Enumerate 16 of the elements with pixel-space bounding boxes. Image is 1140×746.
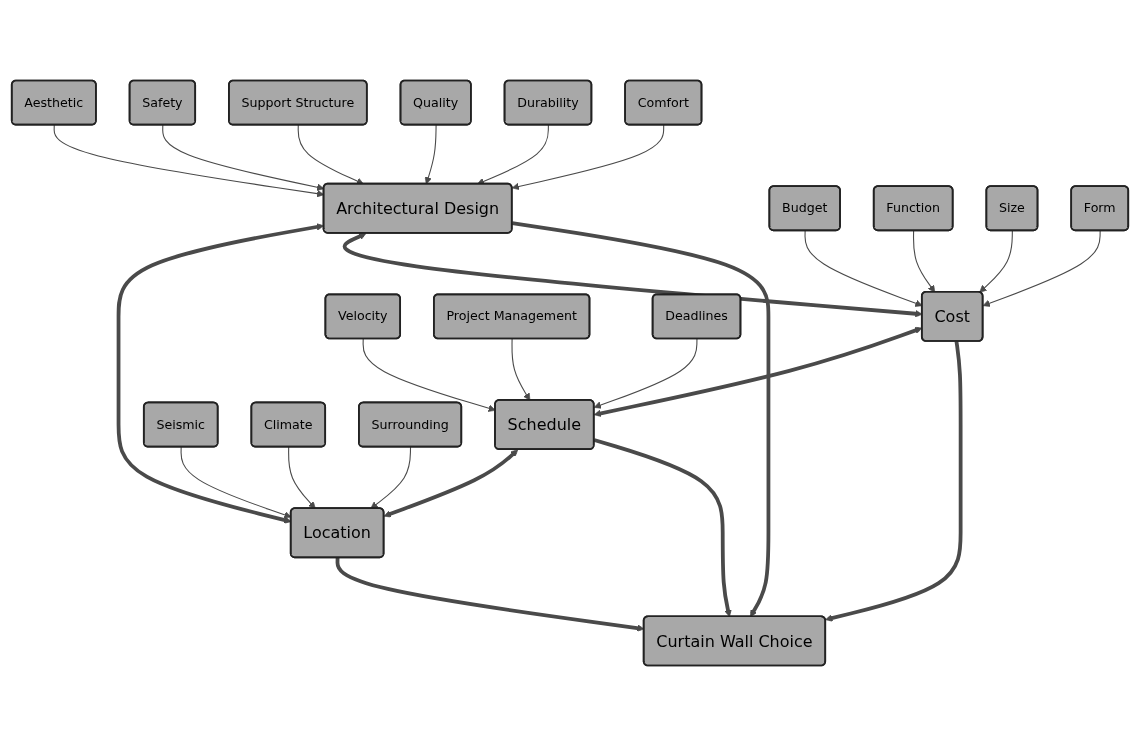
arrow xyxy=(116,223,324,524)
arrow xyxy=(424,124,437,185)
arrow xyxy=(825,341,963,622)
arrow xyxy=(912,230,936,293)
arrow xyxy=(288,446,316,509)
arrow xyxy=(370,446,412,509)
arrow xyxy=(511,338,531,401)
arrow xyxy=(297,124,364,185)
arrow xyxy=(511,221,771,618)
arrow xyxy=(982,230,1101,307)
arrow xyxy=(593,438,732,618)
arrow xyxy=(477,124,549,185)
arrow xyxy=(383,449,519,518)
arrow xyxy=(979,230,1013,293)
arrow xyxy=(593,338,698,409)
arrow xyxy=(511,124,665,191)
